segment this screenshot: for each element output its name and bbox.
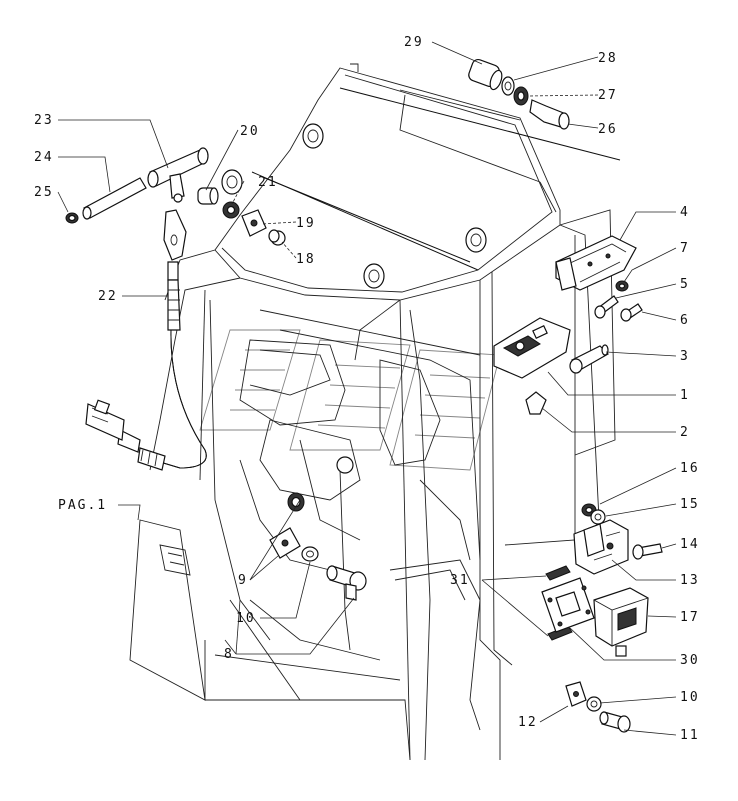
label-31: 31 bbox=[450, 573, 470, 588]
part-7-nut bbox=[615, 280, 629, 292]
part-17-striker bbox=[593, 587, 649, 657]
part-20-bushing bbox=[197, 187, 219, 205]
part-23-handle bbox=[147, 147, 209, 203]
part-12-nut bbox=[565, 681, 587, 707]
label-11: 11 bbox=[680, 728, 700, 743]
label-3: 3 bbox=[680, 349, 690, 364]
part-29-bushing bbox=[468, 58, 503, 91]
label-22: 22 bbox=[98, 289, 118, 304]
label-4: 4 bbox=[680, 205, 690, 220]
part-21-nut bbox=[222, 201, 240, 219]
part-3-plug bbox=[569, 344, 609, 374]
label-26: 26 bbox=[598, 122, 618, 137]
part-9-square-nut bbox=[269, 527, 301, 559]
part-6-screw bbox=[620, 303, 643, 322]
part-19-square-nut bbox=[241, 209, 267, 237]
label-14: 14 bbox=[680, 537, 700, 552]
part-28-washer bbox=[501, 76, 515, 96]
label-29: 29 bbox=[404, 35, 424, 50]
part-18-bushing bbox=[268, 229, 286, 246]
part-10-washer-left bbox=[301, 546, 319, 562]
label-2: 2 bbox=[680, 425, 690, 440]
part-25-clip bbox=[65, 212, 79, 224]
part-4-bracket bbox=[555, 235, 637, 291]
part-13-latch bbox=[573, 519, 629, 575]
roller bbox=[287, 492, 305, 512]
part-31-pins bbox=[545, 565, 573, 641]
label-10-right: 10 bbox=[680, 690, 700, 705]
label-6: 6 bbox=[680, 313, 690, 328]
label-17: 17 bbox=[680, 610, 700, 625]
label-7: 7 bbox=[680, 241, 690, 256]
label-18: 18 bbox=[296, 252, 316, 267]
callout-labels: 29 28 27 26 23 24 25 20 21 19 18 22 4 7 … bbox=[34, 35, 700, 743]
part-22-cable bbox=[85, 209, 207, 471]
label-19: 19 bbox=[296, 216, 316, 231]
label-10-left: 10 bbox=[236, 611, 256, 626]
part-27-nut bbox=[513, 86, 529, 106]
part-24-pin bbox=[82, 177, 147, 220]
label-23: 23 bbox=[34, 113, 54, 128]
label-9: 9 bbox=[238, 573, 248, 588]
label-30: 30 bbox=[680, 653, 700, 668]
label-21: 21 bbox=[258, 175, 278, 190]
label-pag-1: PAG.1 bbox=[58, 498, 107, 513]
label-27: 27 bbox=[598, 88, 618, 103]
part-5-screw bbox=[594, 295, 619, 319]
part-11-stud bbox=[599, 711, 631, 733]
label-24: 24 bbox=[34, 150, 54, 165]
label-16: 16 bbox=[680, 461, 700, 476]
label-8: 8 bbox=[224, 647, 234, 662]
label-15: 15 bbox=[680, 497, 700, 512]
part-10-washer-right bbox=[586, 696, 602, 712]
part-14-screw bbox=[632, 543, 663, 560]
label-25: 25 bbox=[34, 185, 54, 200]
part-1-switch-panel bbox=[493, 317, 571, 379]
label-12: 12 bbox=[518, 715, 538, 730]
label-5: 5 bbox=[680, 277, 690, 292]
label-20: 20 bbox=[240, 124, 260, 139]
cab-frame bbox=[129, 63, 621, 761]
label-1: 1 bbox=[680, 388, 690, 403]
part-8-stud bbox=[326, 565, 367, 601]
part-15-washer bbox=[590, 509, 606, 525]
label-13: 13 bbox=[680, 573, 700, 588]
leader-lines bbox=[57, 41, 677, 736]
part-26-knob bbox=[529, 99, 570, 130]
label-28: 28 bbox=[598, 51, 618, 66]
part-30-plate bbox=[541, 577, 595, 633]
part-2-bulb bbox=[525, 391, 547, 415]
